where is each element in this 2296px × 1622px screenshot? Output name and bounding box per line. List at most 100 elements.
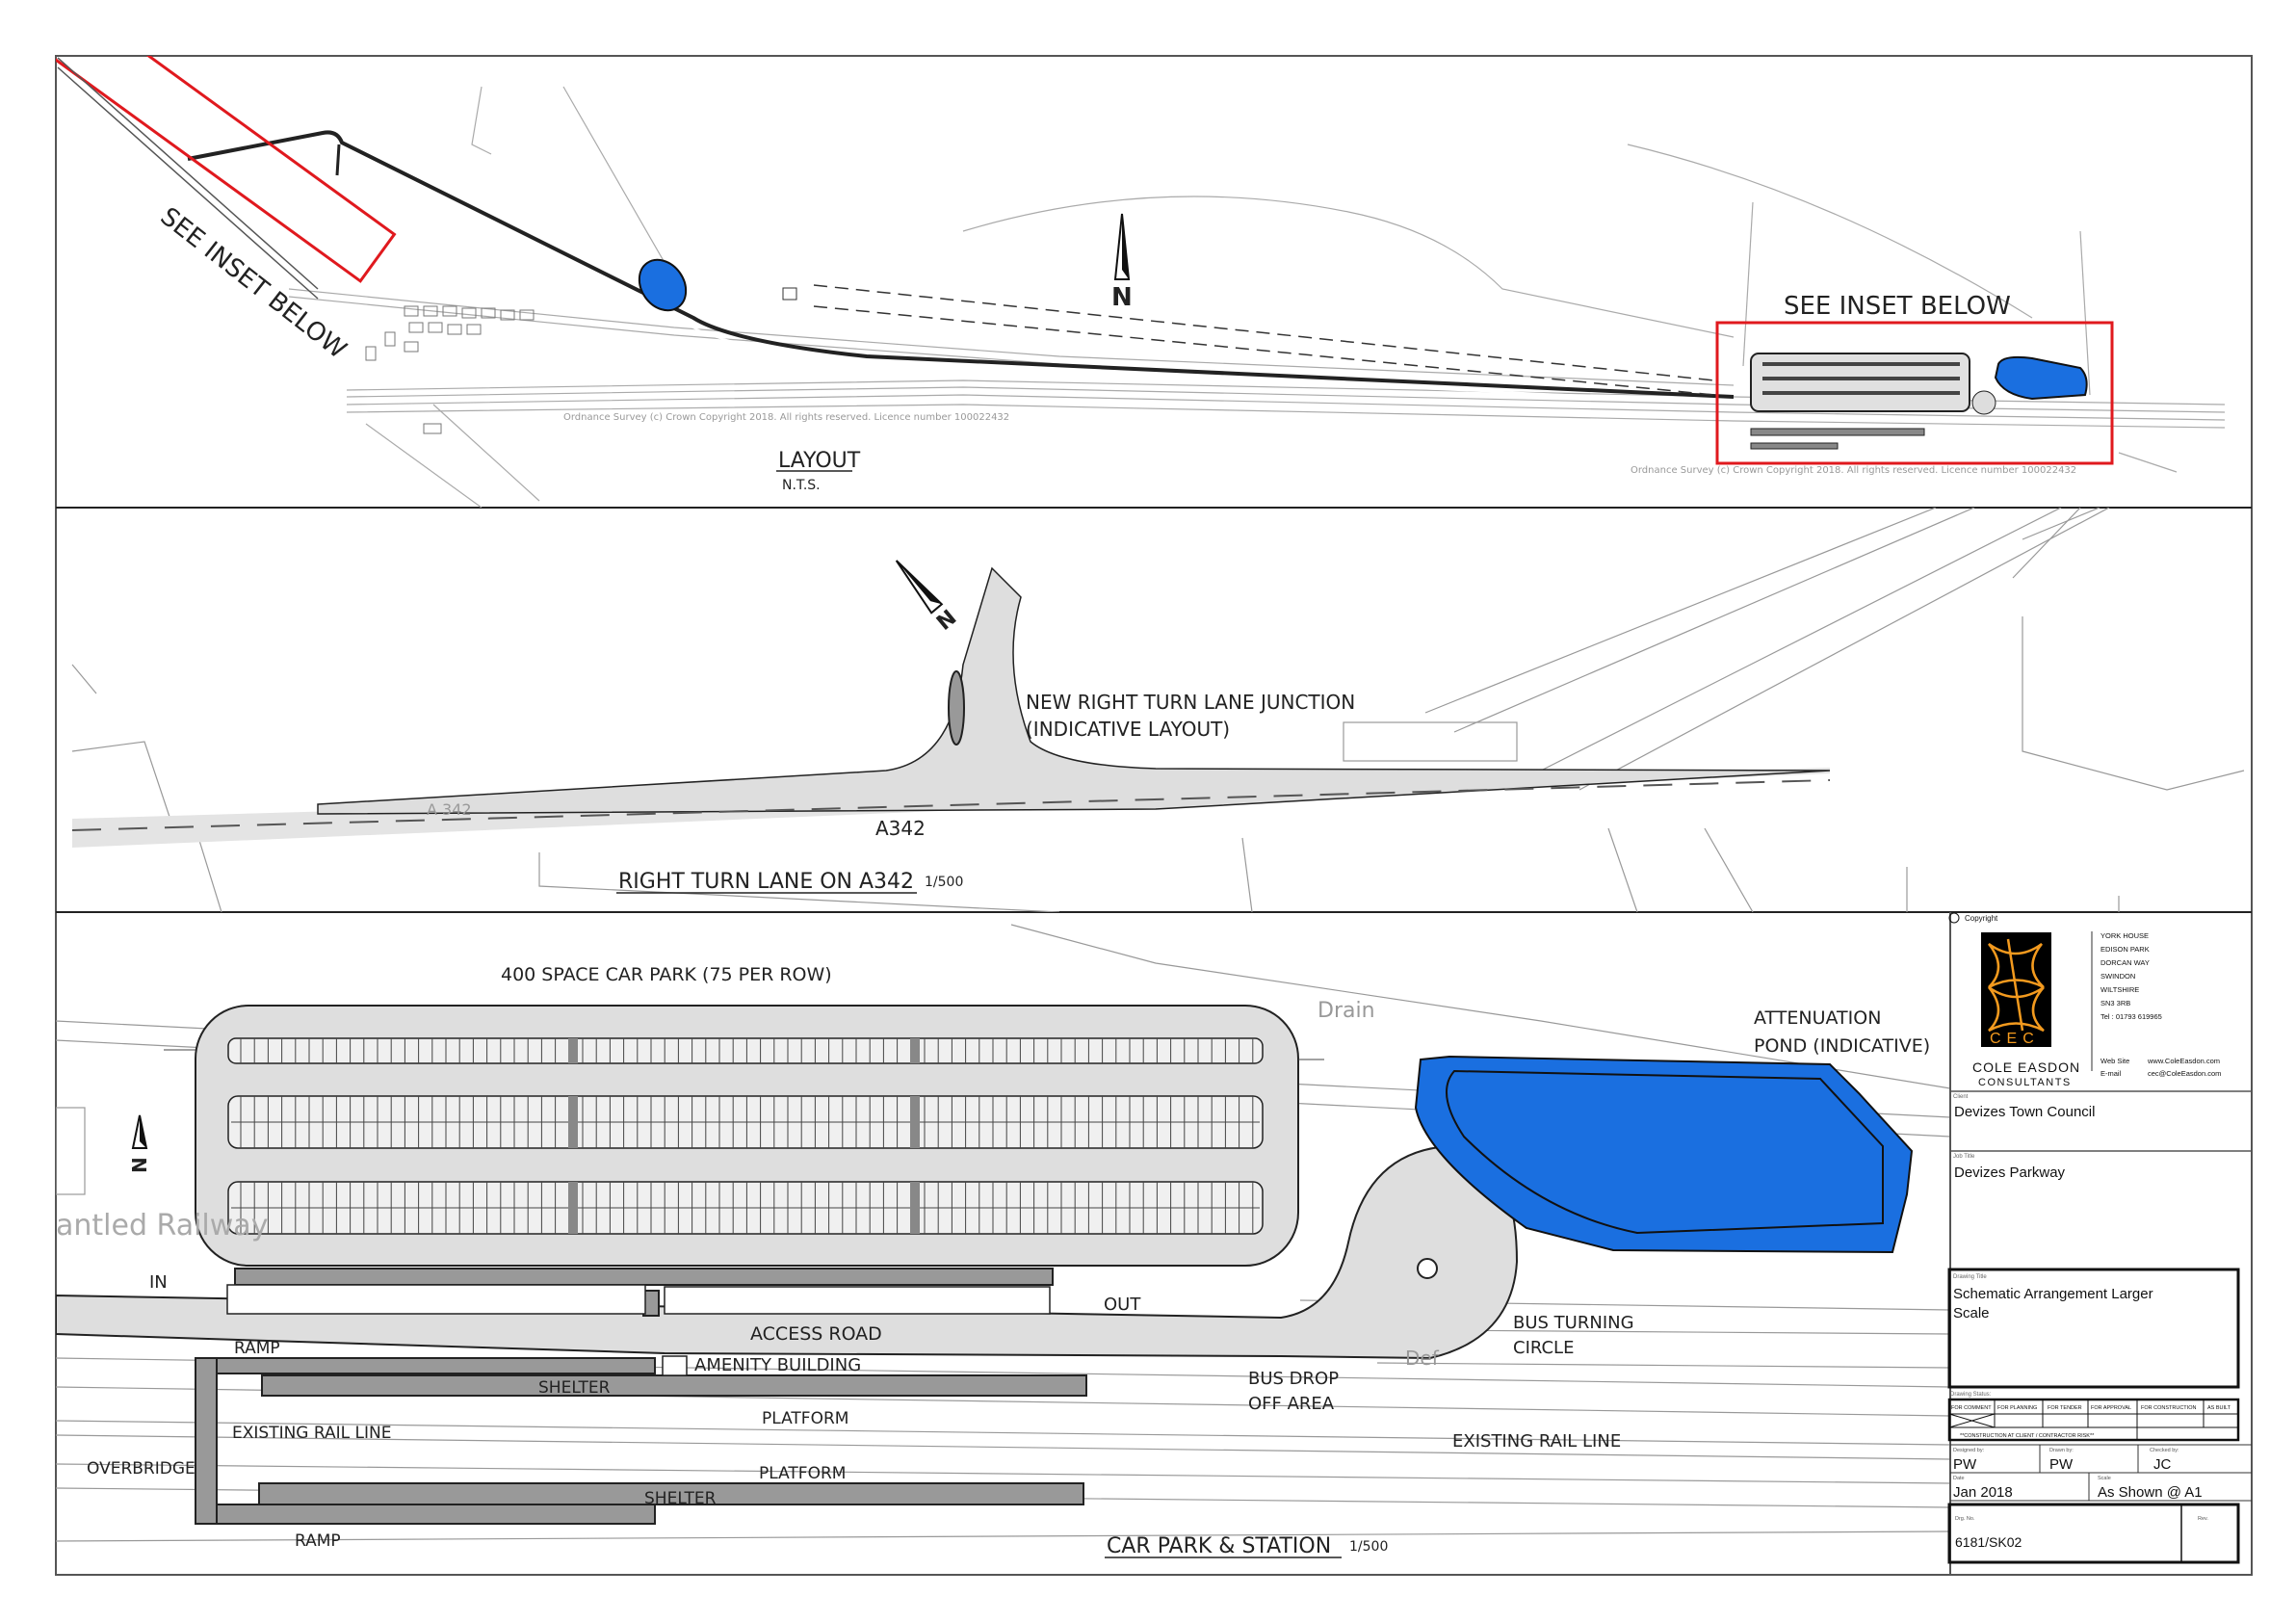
svg-text:SWINDON: SWINDON: [2100, 972, 2135, 981]
svg-text:Drawn by:: Drawn by:: [2049, 1448, 2074, 1453]
sheet-border: [55, 55, 2253, 1576]
junction-label-2: (INDICATIVE LAYOUT): [1026, 718, 1230, 741]
svg-text:CEC: CEC: [1990, 1031, 2040, 1047]
in-label: IN: [149, 1272, 168, 1293]
status-for-comment: FOR COMMENT: [1951, 1405, 1992, 1411]
overbridge: [195, 1357, 218, 1525]
layout-scale: N.T.S.: [782, 478, 821, 493]
overbridge-label: OVERBRIDGE: [87, 1459, 196, 1478]
email-link[interactable]: cec@ColeEasdon.com: [2148, 1069, 2221, 1078]
ramp-bottom-label: RAMP: [295, 1531, 341, 1551]
car-park-station-panel: N 400 SPACE CAR PARK (75 PER ROW) Drain …: [56, 924, 1950, 1558]
shelter-bottom-label: SHELTER: [644, 1489, 717, 1508]
website-link[interactable]: www.ColeEasdon.com: [2147, 1057, 2220, 1065]
status-for-planning: FOR PLANNING: [1997, 1405, 2037, 1411]
pond-label-1: ATTENUATION: [1754, 1007, 1881, 1029]
amenity-building: [662, 1355, 688, 1376]
see-inset-left-label: SEE INSET BELOW: [155, 202, 352, 365]
status-cross-mark: [1948, 1413, 1996, 1428]
svg-text:WILTSHIRE: WILTSHIRE: [2100, 985, 2139, 994]
svg-text:Rev.: Rev.: [2198, 1516, 2208, 1522]
svg-text:Designed by:: Designed by:: [1953, 1448, 1985, 1453]
job-title-value: Devizes Parkway: [1954, 1164, 2066, 1181]
risk-note: **CONSTRUCTION AT CLIENT / CONTRACTOR RI…: [1960, 1433, 2095, 1439]
bus-turning-circle-centre: [1417, 1258, 1438, 1279]
north-arrow-mid: N: [895, 560, 961, 636]
title-block: Copyright CEC COLE EASDON CONSULTANTS YO…: [1947, 912, 2252, 1575]
car-park-label: 400 SPACE CAR PARK (75 PER ROW): [501, 964, 832, 985]
svg-text:N: N: [932, 606, 961, 636]
scale-value: As Shown @ A1: [2098, 1484, 2203, 1501]
inset-box-left: [56, 56, 397, 283]
date-value: Jan 2018: [1953, 1484, 2013, 1501]
north-arrow-top: N: [1111, 213, 1133, 312]
status-for-approval: FOR APPROVAL: [2091, 1405, 2131, 1411]
svg-text:YORK HOUSE: YORK HOUSE: [2100, 931, 2149, 940]
os-copyright-left: Ordnance Survey (c) Crown Copyright 2018…: [563, 412, 1009, 423]
layout-title: LAYOUT: [778, 449, 861, 473]
company-name-2: CONSULTANTS: [1978, 1077, 2072, 1088]
pond-label-2: POND (INDICATIVE): [1754, 1035, 1930, 1057]
drawing-title-1: Schematic Arrangement Larger: [1953, 1286, 2153, 1302]
svg-text:Scale: Scale: [2098, 1476, 2111, 1481]
bus-turning-label-2: CIRCLE: [1513, 1338, 1574, 1358]
svg-text:Drawing Title: Drawing Title: [1953, 1274, 1987, 1280]
drain-label: Drain: [1318, 999, 1375, 1023]
drawing-title-2: Scale: [1953, 1305, 1990, 1321]
parking-bays: [231, 1038, 1260, 1234]
right-turn-title: RIGHT TURN LANE ON A342: [618, 870, 914, 894]
bus-drop-label-2: OFF AREA: [1248, 1394, 1335, 1414]
car-park-station-scale: 1/500: [1349, 1539, 1388, 1555]
status-for-construction: FOR CONSTRUCTION: [2141, 1405, 2196, 1411]
svg-text:Checked by:: Checked by:: [2150, 1448, 2179, 1453]
platform-top-label: PLATFORM: [762, 1409, 848, 1428]
attenuation-pond: [1414, 1055, 1914, 1254]
right-turn-lane-panel: A 342 N NEW RIGHT TURN LANE JUNCTION (IN…: [71, 508, 2245, 912]
bus-turning-label-1: BUS TURNING: [1513, 1313, 1634, 1333]
dismantled-railway-label: antled Railway: [56, 1209, 268, 1243]
svg-text:Client: Client: [1953, 1094, 1969, 1100]
svg-text:Date: Date: [1953, 1476, 1965, 1481]
inset-box-right: [1715, 321, 2114, 465]
car-park-station-title: CAR PARK & STATION: [1107, 1534, 1331, 1558]
address: YORK HOUSE EDISON PARK DORCAN WAY SWINDO…: [2100, 931, 2221, 1078]
svg-text:SN3 3RB: SN3 3RB: [2100, 999, 2130, 1007]
ramp-top-label: RAMP: [234, 1339, 280, 1358]
access-road-label: ACCESS ROAD: [750, 1323, 882, 1345]
a342-label: A342: [875, 817, 926, 840]
svg-text:EDISON PARK: EDISON PARK: [2100, 945, 2150, 954]
proposed-access-road: [187, 130, 1735, 399]
junction-island: [948, 670, 965, 746]
rail-right-label: EXISTING RAIL LINE: [1452, 1431, 1621, 1452]
shelter-top-label: SHELTER: [538, 1378, 611, 1398]
def-label: Def: [1405, 1347, 1440, 1370]
svg-text:E-mail: E-mail: [2100, 1069, 2122, 1078]
svg-text:Web Site: Web Site: [2100, 1057, 2129, 1065]
svg-text:Tel : 01793 619965: Tel : 01793 619965: [2100, 1012, 2162, 1021]
right-turn-scale: 1/500: [925, 875, 963, 890]
svg-text:Job Title: Job Title: [1953, 1154, 1975, 1160]
junction-label-1: NEW RIGHT TURN LANE JUNCTION: [1026, 691, 1355, 714]
dashed-link-road: [813, 284, 1715, 396]
village-buildings: [365, 305, 535, 434]
svg-text:DORCAN WAY: DORCAN WAY: [2100, 958, 2150, 967]
client-value: Devizes Town Council: [1954, 1104, 2095, 1120]
svg-text:Drg. No.: Drg. No.: [1955, 1516, 1975, 1522]
svg-text:Drawing Status:: Drawing Status:: [1950, 1392, 1992, 1398]
status-for-tender: FOR TENDER: [2048, 1405, 2082, 1411]
svg-text:N: N: [1111, 283, 1133, 312]
checked-by: JC: [2153, 1456, 2172, 1473]
pond-small: [638, 258, 688, 312]
svg-text:N: N: [128, 1157, 151, 1173]
north-arrow-bottom: N: [128, 1114, 151, 1173]
status-table: [1947, 1398, 2240, 1442]
company-name-1: COLE EASDON: [1972, 1060, 2080, 1075]
cec-logo: CEC: [1981, 932, 2051, 1047]
bus-drop-label-1: BUS DROP: [1248, 1369, 1339, 1389]
a342-faded-label: A 342: [427, 800, 472, 819]
platform-bottom-label: PLATFORM: [759, 1464, 846, 1483]
copyright-label: Copyright: [1965, 914, 1998, 923]
car-park-mini: [1750, 353, 1970, 412]
status-as-built: AS BUILT: [2207, 1405, 2231, 1411]
